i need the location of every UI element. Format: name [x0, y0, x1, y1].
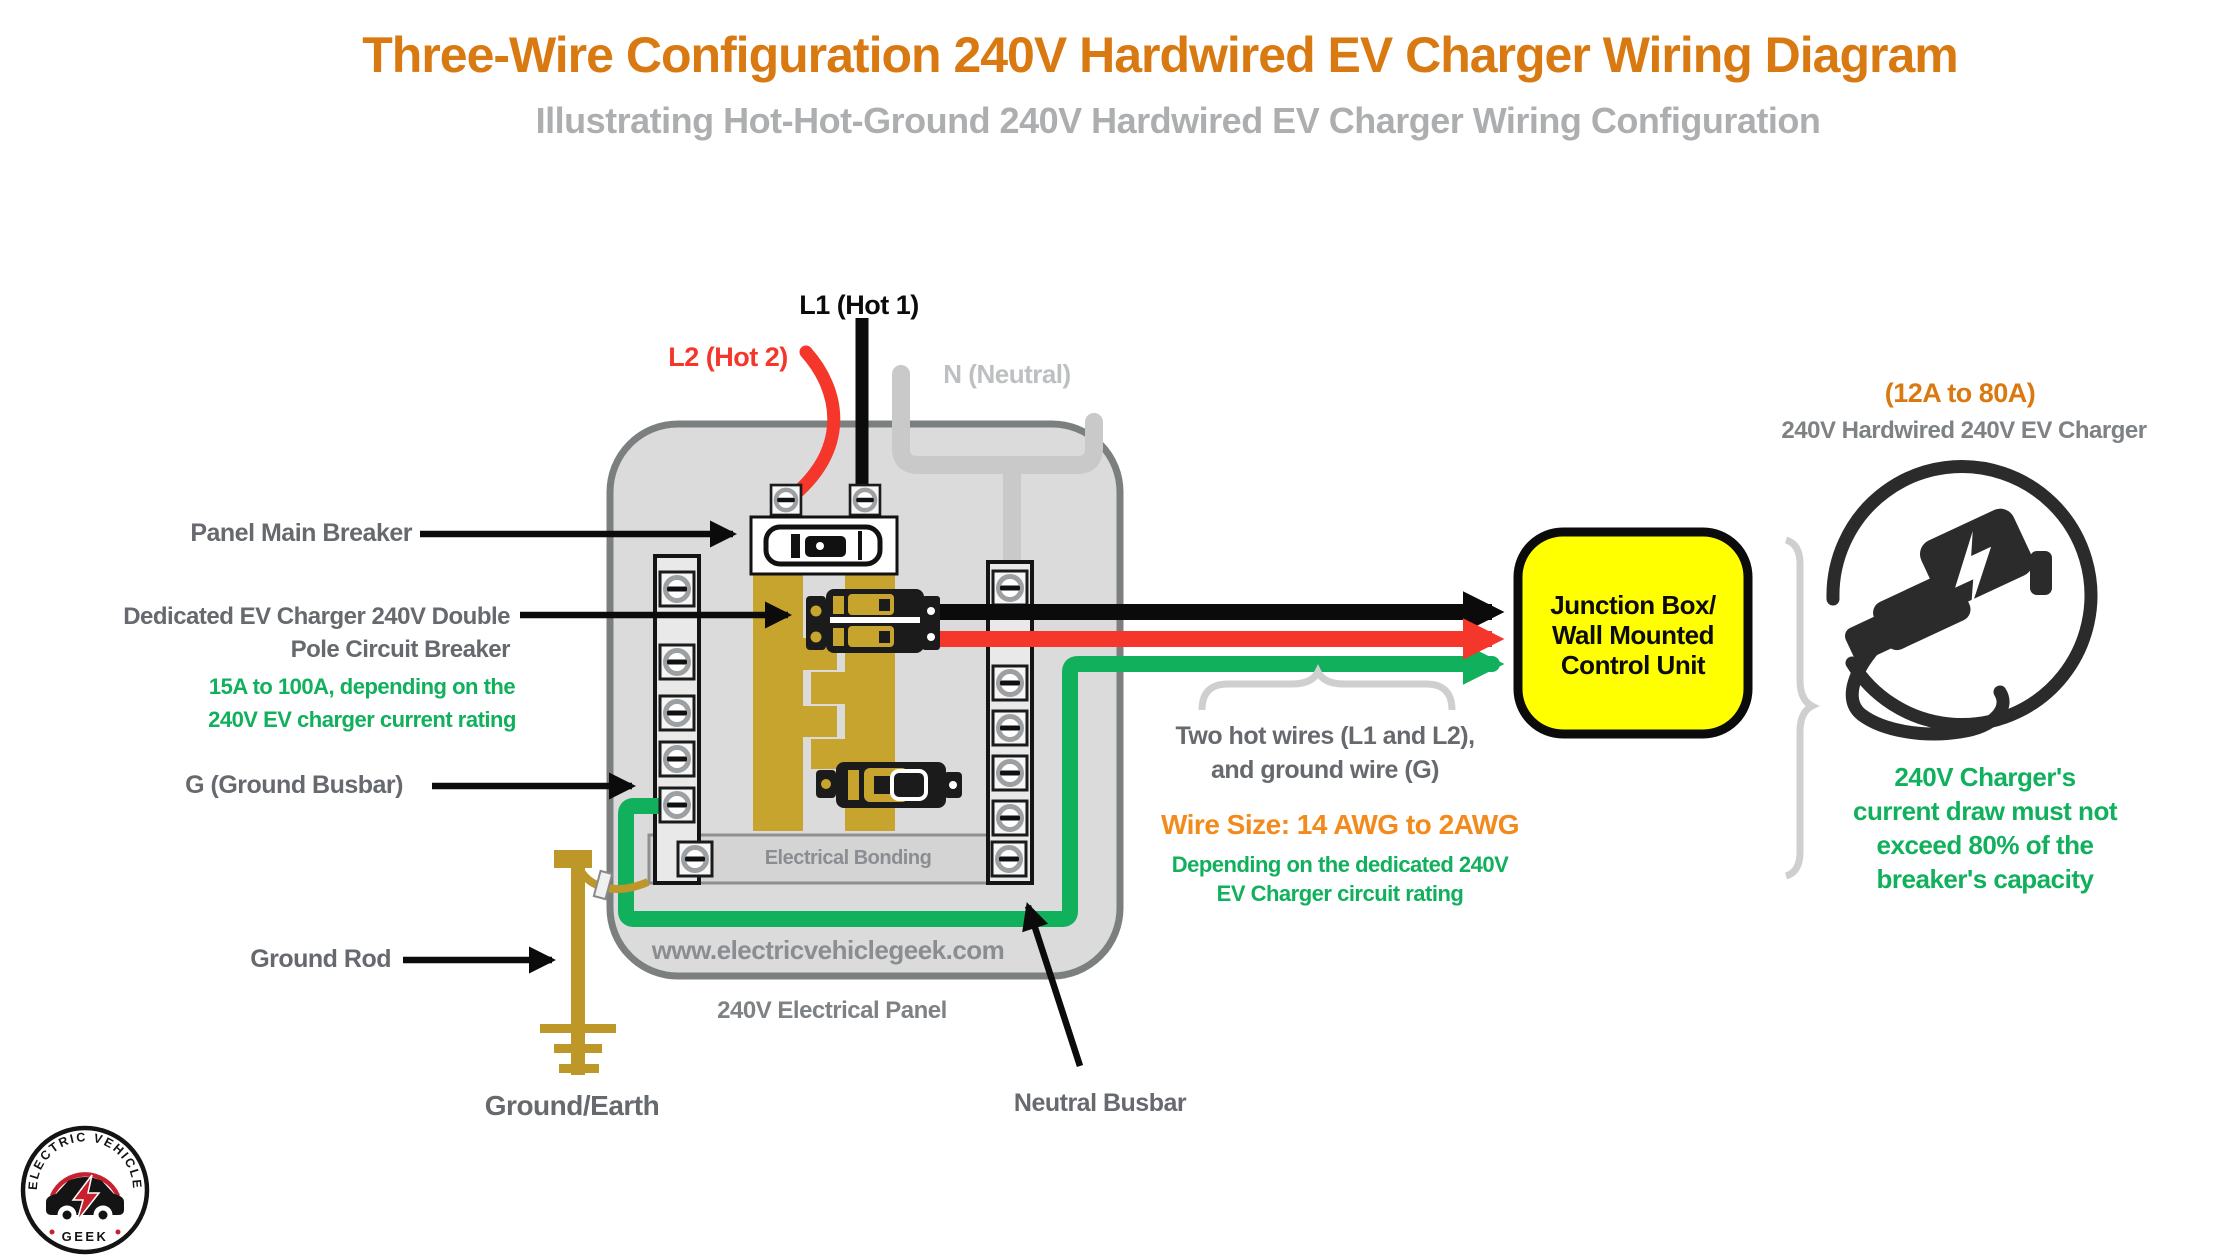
junction-box: [1513, 527, 1753, 739]
page-subtitle: Illustrating Hot-Hot-Ground 240V Hardwir…: [535, 100, 1821, 141]
bonding-screw-right: [992, 842, 1026, 876]
bonding-screw-left: [678, 842, 712, 876]
ground-busbar-label: G (Ground Busbar): [185, 771, 403, 799]
dedicated-breaker-label: Dedicated EV Charger 240V Double Pole Ci…: [123, 603, 510, 663]
junction-charger-brace: [1784, 536, 1820, 880]
l2-hot-wire: [781, 345, 841, 507]
ground-rod-label: Ground Rod: [250, 945, 391, 973]
ev-charger-icon: [1826, 460, 2098, 741]
double-pole-breaker: [806, 589, 940, 653]
ground-wire-connector: [592, 869, 614, 901]
wire-bundle-brace: [1198, 664, 1456, 711]
l1-hot-label: L1 (Hot 1): [799, 290, 919, 320]
neutral-busbar-label: Neutral Busbar: [1013, 1089, 1187, 1117]
charger-socket-icon: [2030, 551, 2052, 595]
website-label: www.electricvehiclegeek.com: [651, 935, 1005, 965]
ground-earth-label: Ground/Earth: [484, 1090, 660, 1121]
bonding-breaker: [816, 762, 962, 808]
ev-plug-icon: [1844, 508, 2033, 662]
charger-name-label: 240V Hardwired 240V EV Charger: [1781, 417, 2147, 444]
charger-note-label: 240V Charger's current draw must not exc…: [1853, 762, 2117, 894]
main-lug-l2: [771, 485, 801, 515]
neutral-label: N (Neutral): [943, 359, 1071, 389]
ev-geek-logo: ELECTRIC VEHICLE GEEK: [20, 1125, 150, 1255]
panel-name-label: 240V Electrical Panel: [717, 997, 947, 1024]
junction-box-label: Junction Box/ Wall Mounted Control Unit: [1550, 590, 1716, 680]
logo-red-arc: [49, 1172, 121, 1197]
logo-bolt-icon: [71, 1174, 101, 1222]
wire-size-note-label: Depending on the dedicated 240V EV Charg…: [1171, 852, 1509, 906]
page-title: Three-Wire Configuration 240V Hardwired …: [362, 27, 1959, 83]
electrical-bonding-label: Electrical Bonding: [764, 847, 932, 869]
ground-rod: [540, 850, 650, 1075]
charger-rating-label: (12A to 80A): [1884, 378, 2036, 408]
panel-main-breaker-label: Panel Main Breaker: [190, 519, 412, 547]
lightning-bolt-icon: [1955, 530, 1992, 608]
logo-bottom-text: GEEK: [62, 1229, 109, 1244]
label-arrows: [403, 520, 1084, 1068]
panel-main-breaker: [749, 515, 899, 576]
main-lug-l1: [850, 485, 880, 515]
charger-cable: [1845, 635, 2010, 741]
ground-wire-green: [618, 643, 1505, 927]
l2-hot-label: L2 (Hot 2): [668, 342, 788, 372]
wire-size-label: Wire Size: 14 AWG to 2AWG: [1160, 809, 1520, 840]
breaker-rating-label: 15A to 100A, depending on the 240V EV ch…: [208, 674, 516, 732]
wire-bundle-label: Two hot wires (L1 and L2), and ground wi…: [1175, 722, 1475, 784]
neutral-wire: [892, 365, 1103, 560]
